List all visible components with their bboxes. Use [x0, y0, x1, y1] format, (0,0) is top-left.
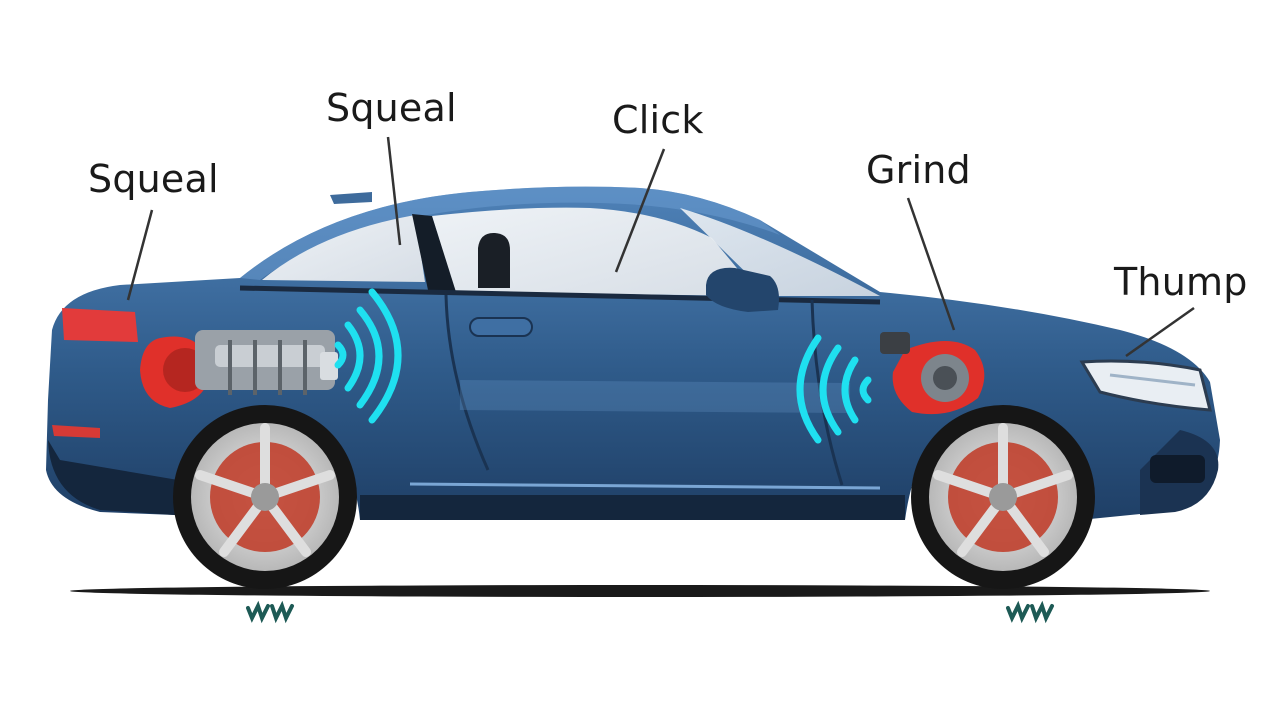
rear-tread-mark-icon [246, 600, 294, 624]
label-grind: Grind [866, 148, 971, 192]
rear-wheel [173, 405, 357, 589]
leader-grind [906, 197, 956, 331]
headlight [1079, 359, 1212, 412]
leader-lines [126, 136, 1195, 358]
label-click: Click [612, 98, 704, 142]
front-brake-caliper-icon [880, 332, 985, 415]
front-wheel [911, 405, 1095, 589]
label-rear-squeal: Squeal [88, 157, 219, 201]
front-tread-mark-icon [1006, 600, 1054, 624]
tail-light [62, 308, 138, 342]
ground-shadow [70, 585, 1210, 597]
leader-top-squeal [386, 136, 402, 246]
side-mirror [706, 267, 779, 312]
doors [444, 267, 851, 486]
rear-sound-wave-icon [334, 288, 402, 424]
label-thump: Thump [1114, 260, 1248, 304]
leader-click [614, 148, 666, 273]
door-handle [469, 317, 533, 337]
label-top-squeal: Squeal [326, 86, 457, 130]
rear-reflector [52, 425, 100, 438]
front-sound-wave-icon [796, 334, 872, 444]
leader-rear-squeal [126, 209, 154, 301]
rear-suspension-icon [195, 330, 338, 395]
leader-thump [1125, 306, 1195, 358]
windows [239, 207, 881, 305]
